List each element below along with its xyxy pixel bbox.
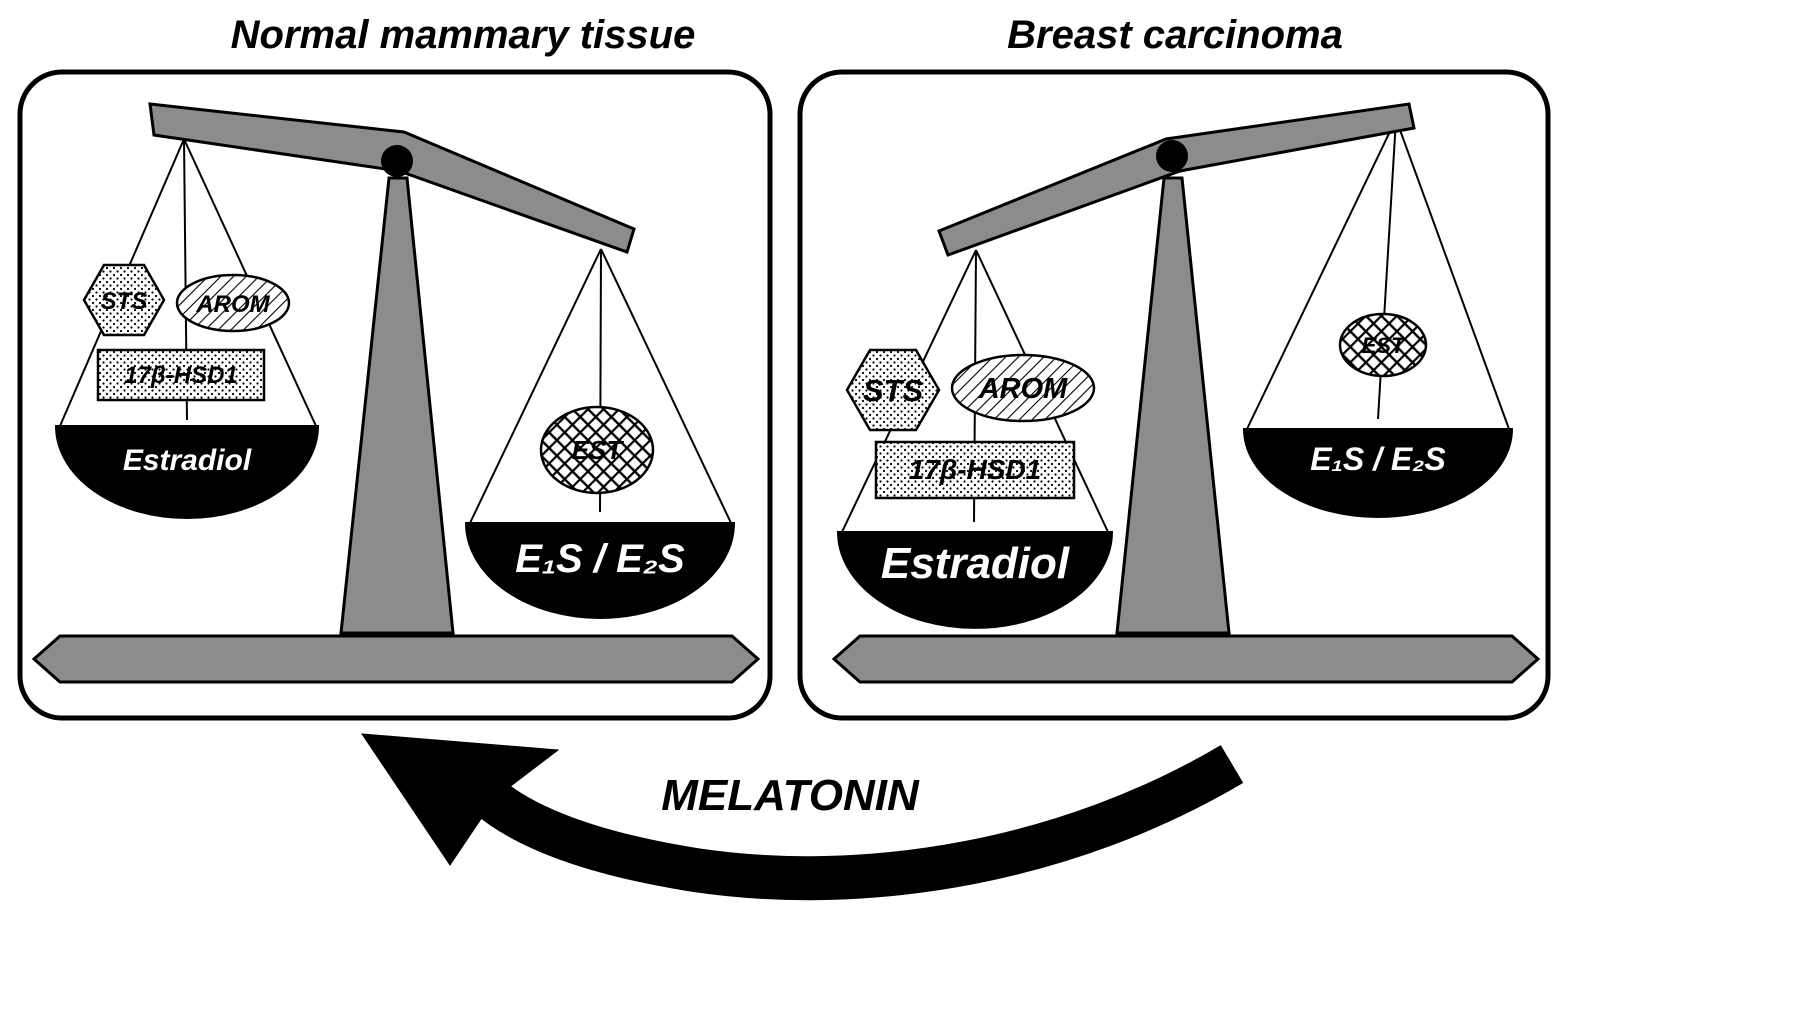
string — [469, 248, 602, 524]
panel-breast-carcinoma: Estradiol E₁S / E₂S STS AROM 17β-HSD1 ES… — [797, 69, 1551, 721]
est-label: EST — [572, 435, 625, 465]
beam-pivot — [1156, 140, 1188, 172]
melatonin-arrow-tail — [473, 745, 1244, 901]
scale-post — [339, 176, 455, 635]
est-label: EST — [1362, 333, 1406, 358]
pan-estradiol — [54, 425, 320, 519]
pan-sulfates-label: E₁S / E₂S — [515, 537, 685, 581]
sts-label: STS — [863, 373, 924, 408]
panel-normal-tissue: Estradiol E₁S / E₂S STS AROM 17β-HSD1 ES… — [17, 69, 773, 721]
beam-pivot — [381, 145, 413, 177]
string — [600, 248, 732, 524]
hsd1-box — [96, 348, 266, 402]
sts-hexagon — [845, 348, 941, 432]
hsd1-label: 17β-HSD1 — [909, 454, 1042, 485]
est-ellipse — [539, 405, 655, 495]
pan-estradiol-label: Estradiol — [881, 539, 1070, 588]
title-normal-tissue: Normal mammary tissue — [231, 13, 696, 57]
est-ellipse — [1338, 312, 1428, 378]
arom-ellipse — [950, 353, 1096, 423]
scale-base — [831, 634, 1541, 684]
string — [1395, 118, 1510, 430]
melatonin-arrow-head — [361, 733, 560, 866]
sts-hexagon — [82, 263, 166, 337]
string — [1246, 118, 1397, 430]
pan-estradiol-label: Estradiol — [123, 444, 252, 477]
pan-sulfates — [1242, 428, 1514, 518]
scale-base — [31, 634, 761, 684]
hsd1-label: 17β-HSD1 — [124, 362, 238, 389]
balance-beam — [937, 102, 1416, 257]
pan-estradiol — [836, 531, 1114, 629]
balance-beam — [148, 102, 636, 254]
sts-label: STS — [101, 288, 148, 315]
pan-sulfates-label: E₁S / E₂S — [1310, 441, 1446, 477]
melatonin-label: MELATONIN — [661, 771, 920, 820]
arom-ellipse — [175, 273, 291, 333]
pan-sulfates — [464, 522, 736, 619]
arom-label: AROM — [978, 373, 1068, 405]
scale-post — [1115, 176, 1231, 635]
hsd1-box — [874, 440, 1076, 500]
title-breast-carcinoma: Breast carcinoma — [1007, 13, 1343, 57]
arom-label: AROM — [195, 291, 270, 318]
melatonin-arrow — [361, 733, 1244, 901]
